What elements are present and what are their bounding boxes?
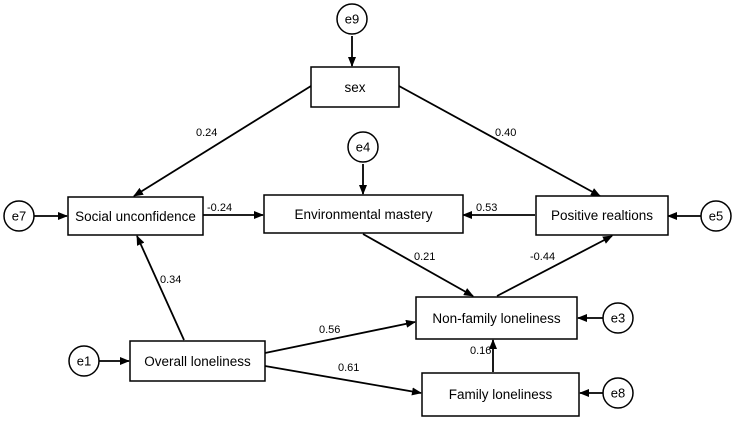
node-non-family-loneliness: Non-family loneliness [415,296,578,340]
node-sex-label: sex [344,80,365,95]
error-e4-label: e4 [356,140,370,155]
edges [34,36,701,397]
error-e3-label: e3 [611,311,625,326]
error-e1-label: e1 [77,354,91,369]
node-positive-realtions: Positive realtions [535,195,669,236]
path-sex-to-social [133,85,312,197]
node-overall-loneliness: Overall loneliness [129,340,266,382]
error-e1: e1 [68,345,100,377]
path-env-to-nonfam [362,233,474,297]
coef-overall-family: 0.61 [338,362,359,374]
path-overall-to-family [264,365,422,396]
coef-sex-social: 0.24 [196,127,217,139]
error-e7-label: e7 [12,209,26,224]
node-sex: sex [310,66,400,108]
error-e5: e5 [700,200,732,232]
error-e7: e7 [3,200,35,232]
coef-family-nonfam: 0.16 [470,345,491,357]
node-social-unconfidence: Social unconfidence [67,196,204,236]
path-overall-to-nonfam [264,319,416,354]
error-e9-label: e9 [345,12,359,27]
coef-social-env: -0.24 [207,202,232,214]
coef-overall-social: 0.34 [160,274,181,286]
error-e5-label: e5 [709,209,723,224]
node-environmental-mastery: Environmental mastery [263,194,464,234]
error-e8: e8 [602,377,634,409]
error-e9: e9 [336,3,368,35]
coef-nonfam-pos: -0.44 [530,251,555,263]
path-nonfam-to-pos [496,235,613,297]
coef-env-nonfam: 0.21 [414,251,435,263]
error-e8-label: e8 [611,386,625,401]
error-e4: e4 [347,131,379,163]
coef-overall-nonfam: 0.56 [319,324,340,336]
node-overall-label: Overall loneliness [144,354,251,369]
coef-pos-env: 0.53 [476,202,497,214]
coefficients: 0.24 0.40 -0.24 0.53 0.21 -0.44 0.34 0.5… [160,127,555,374]
node-nonfam-label: Non-family loneliness [432,311,561,326]
path-overall-to-social [136,235,185,341]
error-e3: e3 [602,302,634,334]
node-family-loneliness: Family loneliness [421,372,580,417]
coef-sex-pos: 0.40 [495,127,516,139]
node-env-label: Environmental mastery [294,207,432,222]
node-social-label: Social unconfidence [75,209,196,224]
path-sex-to-pos [398,85,601,197]
node-family-label: Family loneliness [449,387,553,402]
node-pos-label: Positive realtions [551,208,653,223]
